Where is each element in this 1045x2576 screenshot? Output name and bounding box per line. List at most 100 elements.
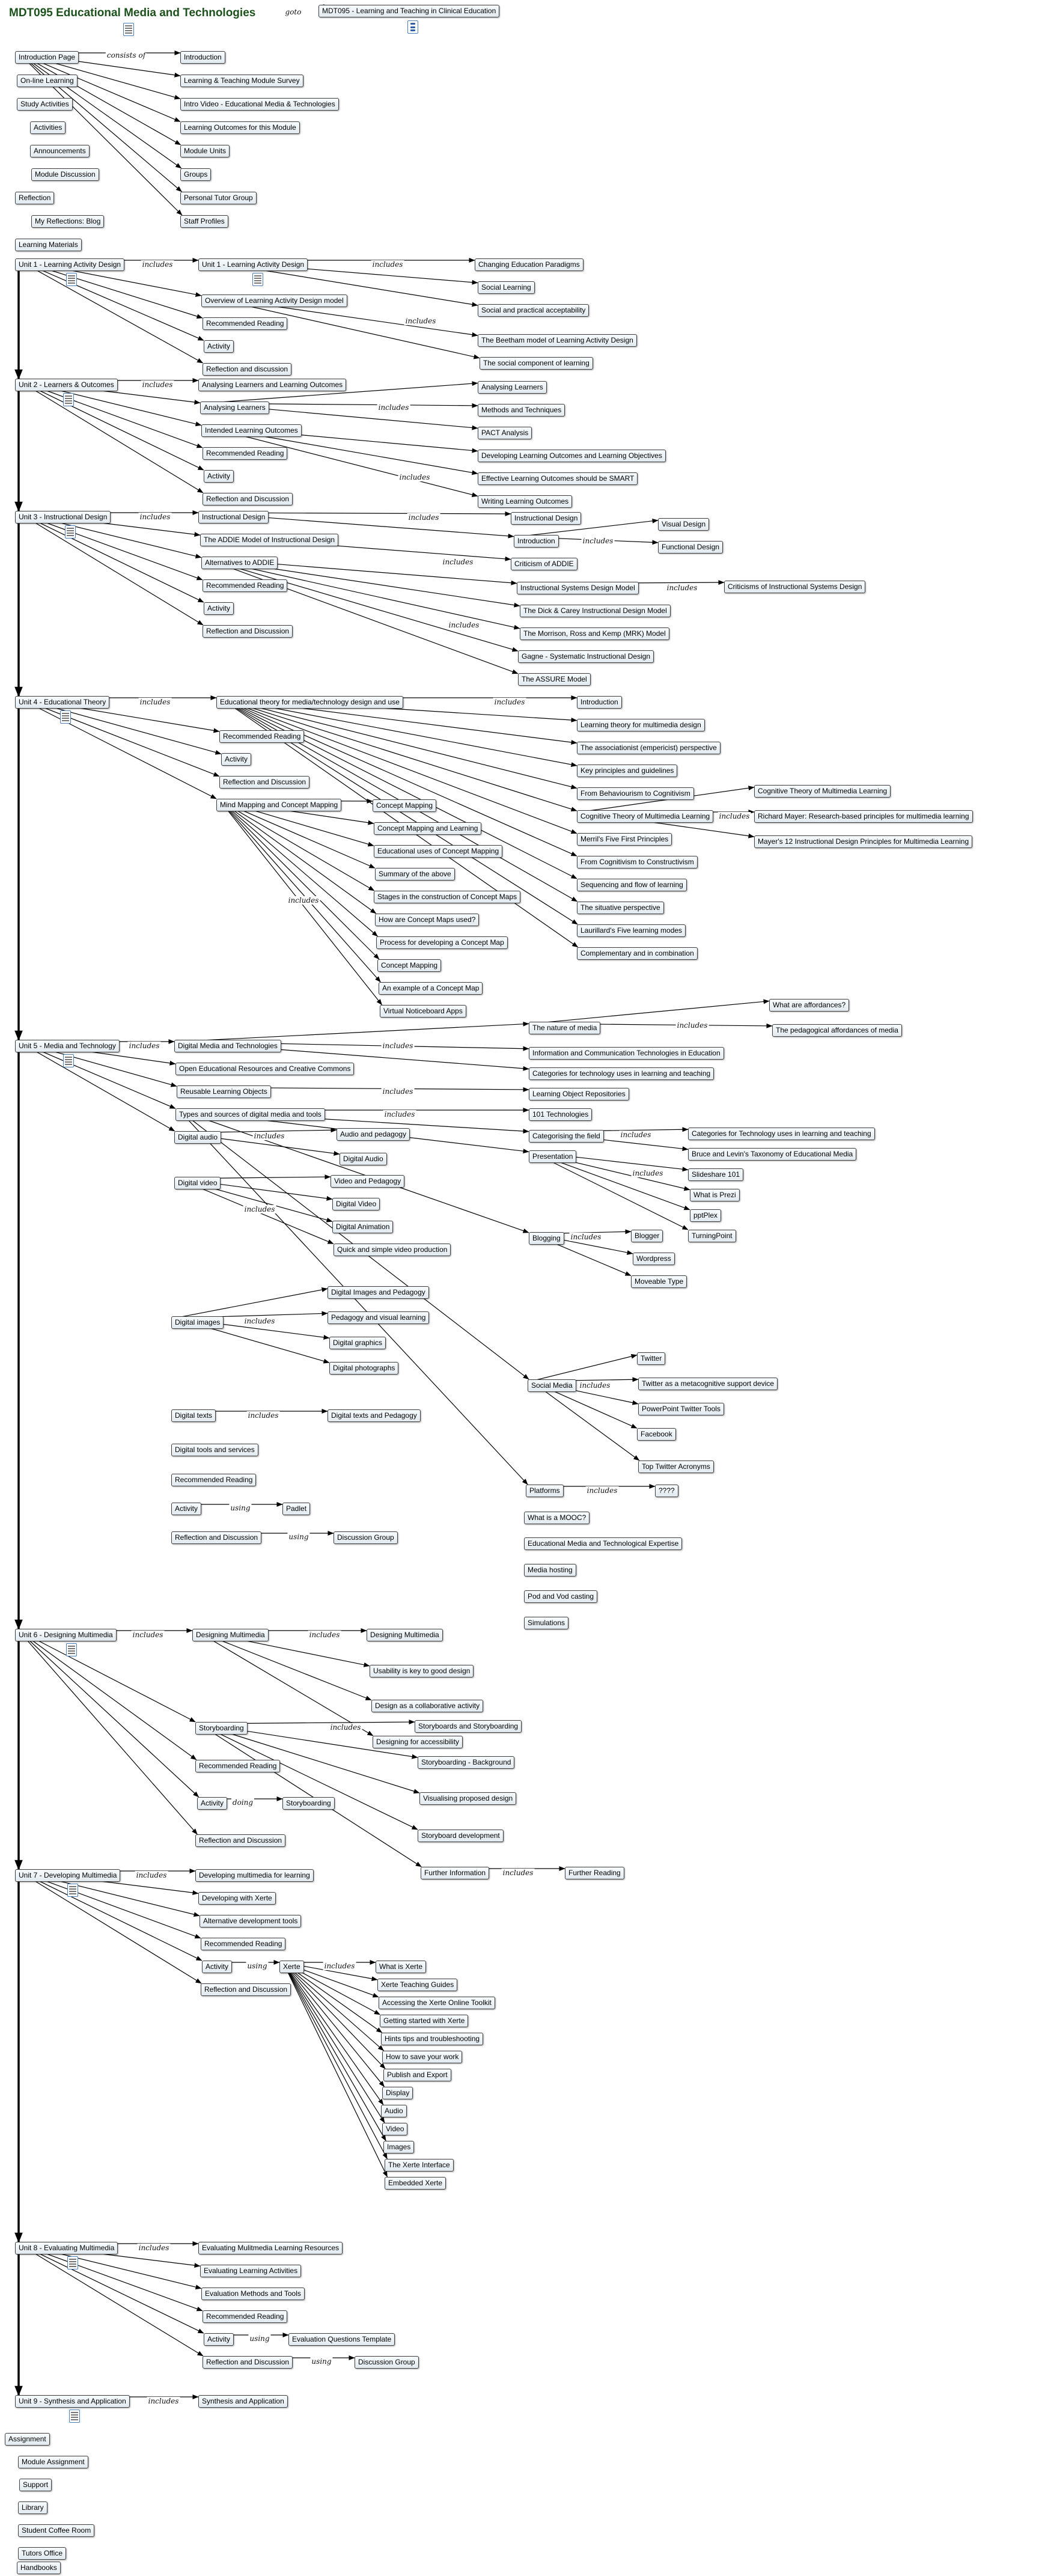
link-label-includes[interactable]: includes [585, 1486, 619, 1495]
node-u4m10[interactable]: Virtual Noticeboard Apps [380, 1005, 466, 1018]
link-label-includes[interactable]: includes [404, 317, 437, 325]
node-u5g2[interactable]: Information and Communication Technologi… [529, 1047, 724, 1060]
node-u5dg[interactable]: Discussion Group [334, 1531, 398, 1544]
link-label-using[interactable]: using [248, 2334, 271, 2343]
node-u6[interactable]: Unit 6 - Designing Multimedia [15, 1629, 117, 1641]
node-u5t2[interactable]: Twitter as a metacognitive support devic… [638, 1378, 778, 1390]
node-u5g3[interactable]: Categories for technology uses in learni… [529, 1067, 714, 1080]
link-label-includes[interactable]: includes [501, 1869, 535, 1877]
document-icon[interactable] [63, 1054, 74, 1067]
node-u1c2[interactable]: Overview of Learning Activity Design mod… [201, 295, 347, 307]
node-u3h2[interactable]: Functional Design [658, 541, 724, 554]
node-u5i2[interactable]: Bruce and Levin's Taxonomy of Educationa… [688, 1148, 857, 1161]
link-label-includes[interactable]: includes [381, 1042, 415, 1050]
node-u1c4[interactable]: Activity [204, 340, 234, 353]
node-li5[interactable]: Announcements [30, 145, 90, 157]
node-u2g3[interactable]: PACT Analysis [478, 427, 532, 439]
node-u5p3[interactable]: Digital graphics [329, 1337, 386, 1349]
link-label-includes[interactable]: includes [323, 1962, 356, 1970]
link-label-includes[interactable]: includes [377, 403, 410, 412]
node-li9[interactable]: Learning Materials [15, 239, 82, 251]
node-u4[interactable]: Unit 4 - Educational Theory [15, 696, 110, 709]
node-u5h1[interactable]: What are affordances? [769, 999, 850, 1012]
node-u5c2[interactable]: Open Educational Resources and Creative … [175, 1063, 355, 1075]
node-u8c3[interactable]: Evaluation Methods and Tools [201, 2288, 305, 2300]
node-li1[interactable]: Introduction Page [15, 51, 79, 64]
node-u2g4[interactable]: Developing Learning Outcomes and Learnin… [478, 450, 666, 462]
link-label-includes[interactable]: includes [371, 260, 404, 269]
document-icon[interactable] [252, 273, 263, 286]
node-x7[interactable]: Publish and Export [383, 2069, 451, 2081]
node-u2g6[interactable]: Writing Learning Outcomes [478, 495, 573, 508]
node-u3g8[interactable]: The ASSURE Model [518, 673, 591, 686]
node-u5c1[interactable]: Digital Media and Technologies [174, 1040, 281, 1052]
document-icon[interactable] [123, 23, 134, 36]
node-u3g3[interactable]: Criticism of ADDIE [511, 558, 577, 570]
node-u4m7[interactable]: Process for developing a Concept Map [376, 936, 508, 949]
node-u5v2[interactable]: Digital Video [332, 1198, 380, 1210]
node-li8[interactable]: My Reflections: Blog [31, 215, 105, 228]
node-u5rr[interactable]: Recommended Reading [171, 1474, 257, 1486]
node-u2c1[interactable]: Analysing Learners and Learning Outcomes [198, 379, 347, 391]
node-u5t5[interactable]: Top Twitter Acronyms [638, 1460, 714, 1473]
node-u1c3[interactable]: Recommended Reading [203, 317, 288, 330]
link-label-includes[interactable]: includes [631, 1169, 665, 1177]
node-u4c4[interactable]: Reflection and Discussion [219, 776, 310, 789]
node-x1[interactable]: What is Xerte [376, 1961, 427, 1973]
node-u5q[interactable]: ???? [655, 1485, 678, 1497]
node-u8eq[interactable]: Evaluation Questions Template [288, 2333, 395, 2346]
node-u5bl[interactable]: Blogging [529, 1232, 564, 1245]
node-u4g12[interactable]: Complementary and in combination [577, 947, 698, 960]
node-u9[interactable]: Unit 9 - Synthesis and Application [15, 2395, 130, 2408]
node-u9c1[interactable]: Synthesis and Application [198, 2395, 288, 2408]
node-x10[interactable]: Video [382, 2123, 408, 2135]
node-x5[interactable]: Hints tips and troubleshooting [381, 2033, 484, 2045]
node-u4m9[interactable]: An example of a Concept Map [379, 982, 483, 995]
node-u5g7[interactable]: Presentation [529, 1150, 577, 1163]
node-u5c4[interactable]: Types and sources of digital media and t… [175, 1108, 325, 1121]
node-u4m4[interactable]: Summary of the above [375, 868, 455, 881]
node-u6g2[interactable]: Usability is key to good design [370, 1665, 474, 1677]
node-u6s2[interactable]: Storyboarding - Background [418, 1756, 515, 1769]
node-u4g6[interactable]: Cognitive Theory of Multimedia Learning [577, 810, 714, 823]
link-label-includes[interactable]: includes [383, 1110, 416, 1119]
node-u8[interactable]: Unit 8 - Evaluating Multimedia [15, 2242, 118, 2254]
link-label-includes[interactable]: includes [308, 1631, 341, 1639]
link-label-includes[interactable]: includes [569, 1233, 603, 1241]
link-label-includes[interactable]: includes [246, 1411, 280, 1420]
node-u8c5[interactable]: Activity [204, 2333, 234, 2346]
link-label-includes[interactable]: includes [578, 1381, 612, 1390]
node-u2c5[interactable]: Activity [204, 470, 234, 483]
node-u3c2[interactable]: The ADDIE Model of Instructional Design [200, 534, 339, 546]
node-u1c5[interactable]: Reflection and discussion [203, 363, 292, 376]
node-u4g11[interactable]: Laurillard's Five learning modes [577, 924, 686, 937]
node-u2[interactable]: Unit 2 - Learners & Outcomes [15, 379, 118, 391]
node-x12[interactable]: The Xerte Interface [385, 2159, 454, 2172]
node-u4h2[interactable]: Richard Mayer: Research-based principles… [754, 810, 973, 823]
node-u3c4[interactable]: Recommended Reading [203, 579, 288, 592]
link-label-includes[interactable]: includes [407, 513, 440, 522]
node-cc2[interactable]: Learning & Teaching Module Survey [180, 75, 303, 87]
node-u5h2[interactable]: The pedagogical affordances of media [772, 1024, 902, 1037]
node-u7c1[interactable]: Developing multimedia for learning [195, 1869, 314, 1882]
node-u3i1[interactable]: Criticisms of Instructional Systems Desi… [724, 581, 866, 593]
node-u7c3[interactable]: Alternative development tools [200, 1915, 302, 1927]
node-u5p1[interactable]: Digital Images and Pedagogy [328, 1286, 429, 1299]
link-label-using[interactable]: using [229, 1504, 252, 1512]
node-u5t4[interactable]: Facebook [637, 1428, 676, 1441]
node-u6s1[interactable]: Storyboards and Storyboarding [415, 1720, 522, 1733]
node-li7[interactable]: Reflection [15, 192, 55, 204]
node-u3g6[interactable]: The Morrison, Ross and Kemp (MRK) Model [520, 627, 669, 640]
node-u4g4[interactable]: Key principles and guidelines [577, 765, 678, 777]
link-label-using[interactable]: using [287, 1533, 310, 1541]
node-cc5[interactable]: Module Units [180, 145, 230, 157]
link-label-includes[interactable]: includes [243, 1317, 276, 1325]
link-label-includes[interactable]: includes [493, 698, 526, 706]
node-u3c1[interactable]: Instructional Design [198, 511, 269, 523]
node-u1g4[interactable]: The Beetham model of Learning Activity D… [478, 334, 637, 347]
node-u5dd[interactable]: Digital tools and services [171, 1444, 258, 1456]
document-icon[interactable] [66, 273, 77, 286]
node-b7[interactable]: Handbooks [17, 2562, 61, 2574]
node-u1g1[interactable]: Changing Education Paradigms [475, 258, 583, 271]
node-u5v1[interactable]: Video and Pedagogy [331, 1175, 405, 1188]
